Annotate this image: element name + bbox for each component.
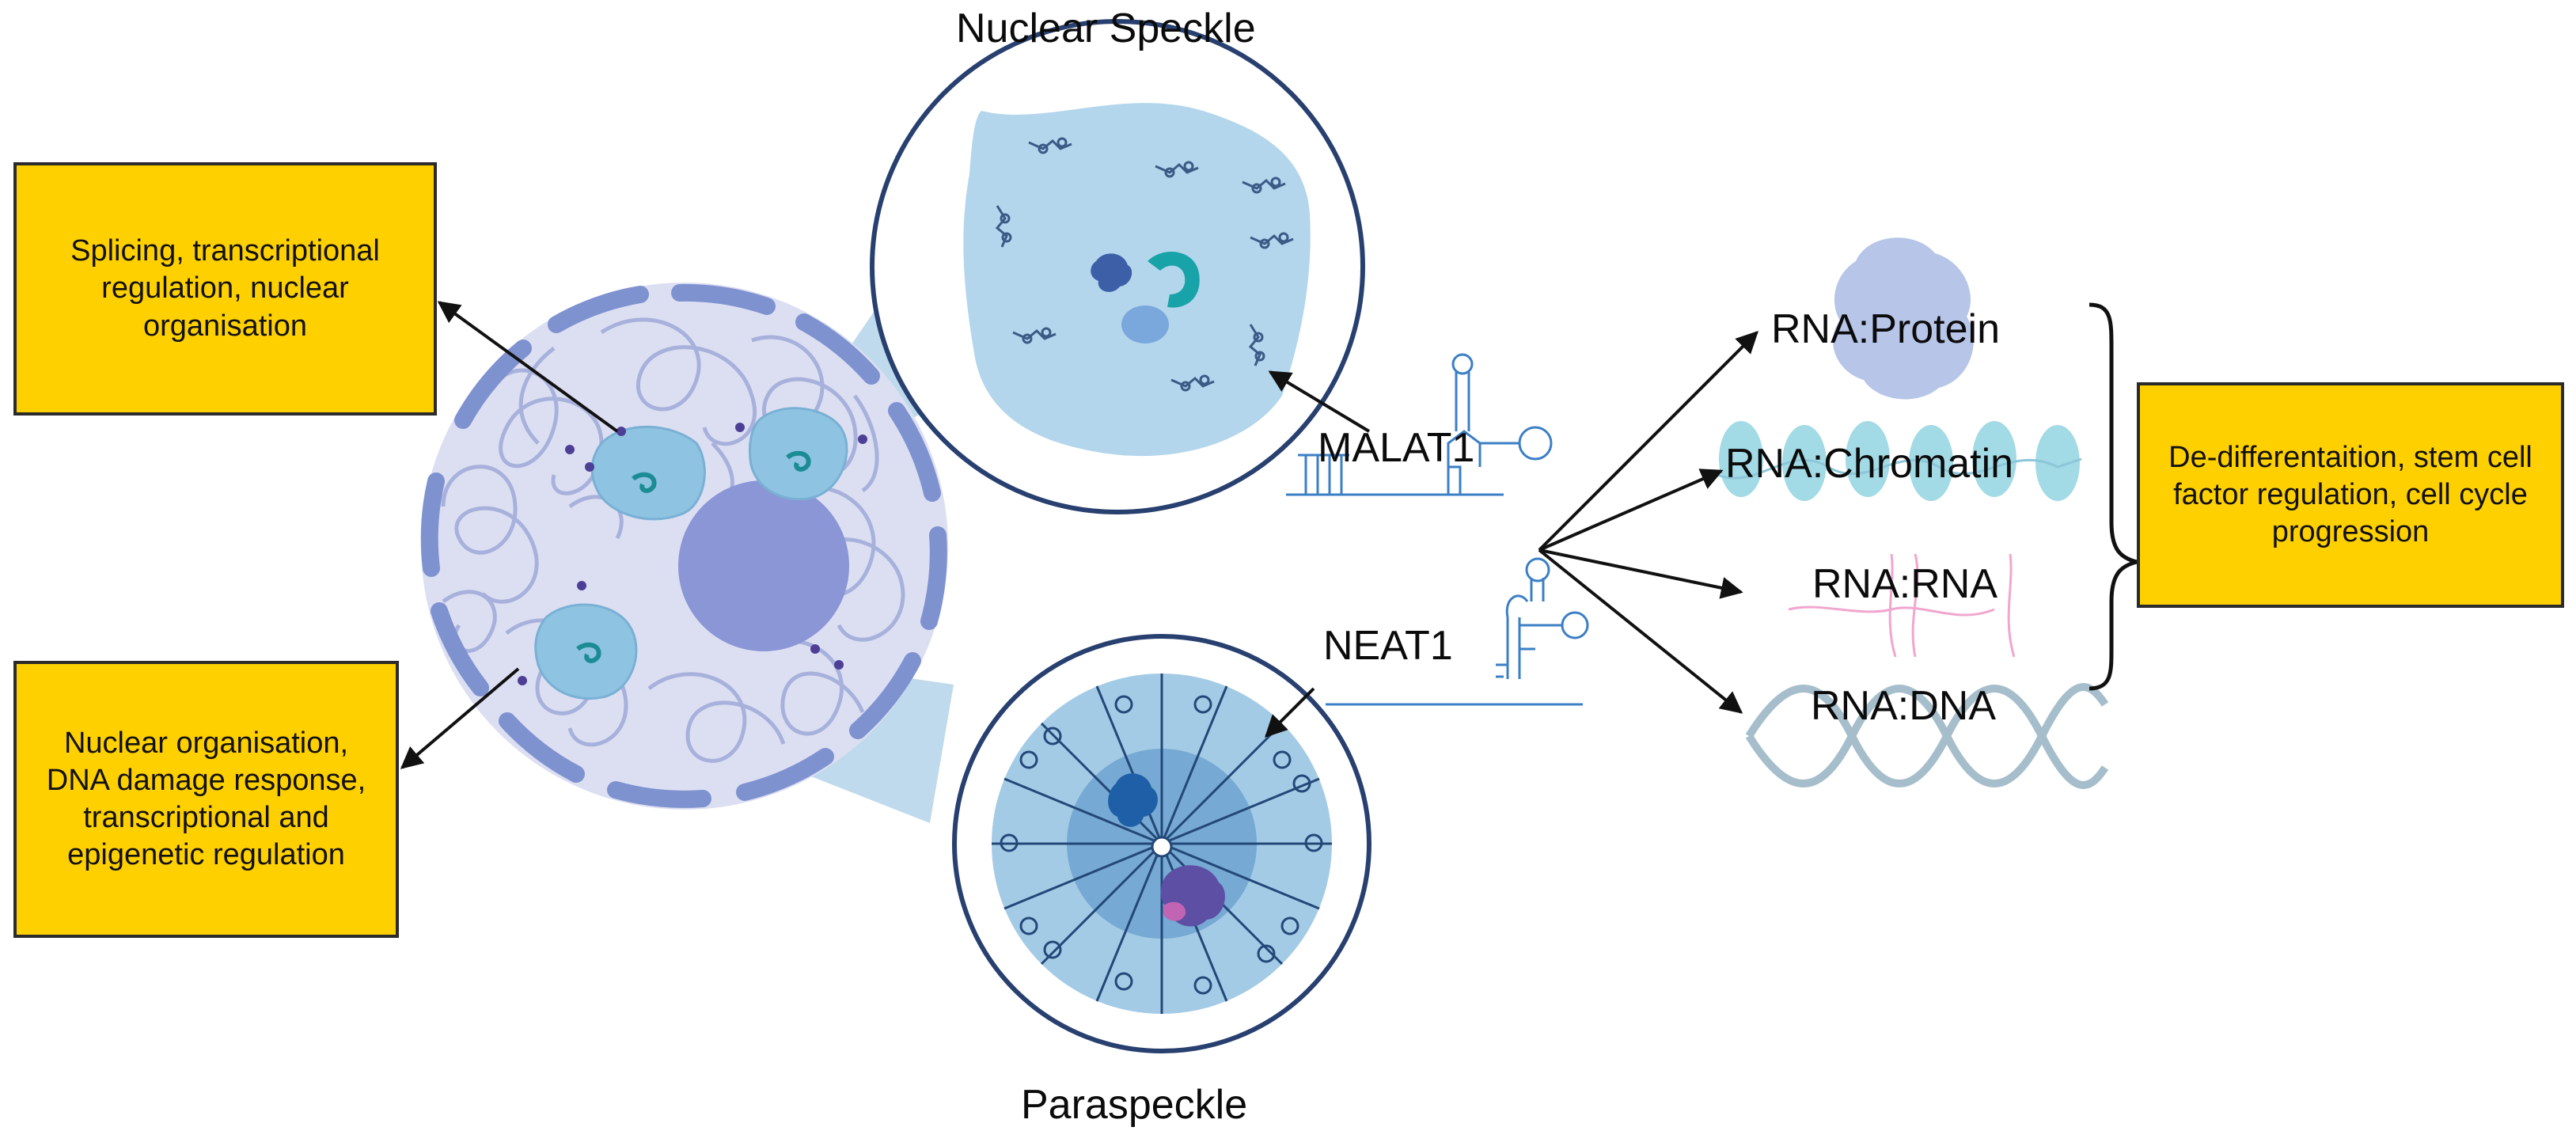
speckle-protein-light [1121,305,1169,343]
rna-rna-illustration [1788,553,2016,658]
paraspeckle-protein-blue [1108,773,1158,827]
paraspeckle-zoom [952,634,1371,1053]
arrow-malat1-to-speckle [1268,370,1371,433]
arrow-to-rna-rna [1538,548,1743,599]
interaction-rna-rna: RNA:RNA [1812,561,1998,607]
speckle-protein-blue [1091,253,1132,292]
arrow-paraspeckle-to-functions [400,667,520,769]
interaction-rna-protein: RNA:Protein [1771,306,2000,352]
outcomes-text: De-differentaition, stem cell factor reg… [2168,440,2532,549]
malat1-rna-glyph [1286,353,1553,496]
rna-protein-illustration [1833,237,1974,400]
nucleolus [678,480,849,651]
speckle-body [963,103,1311,457]
paraspeckle-radial-rna [992,674,1332,1014]
speckle-rna-glyphs [995,137,1294,392]
interaction-rna-chromatin: RNA:Chromatin [1725,441,2014,487]
speckle-protein-teal [1148,252,1200,308]
interaction-rna-dna: RNA:DNA [1811,683,1997,729]
malat1-label: MALAT1 [1318,425,1475,471]
cell-nucleus [420,283,948,810]
outcomes-box: De-differentaition, stem cell factor reg… [2137,382,2564,608]
paraspeckle-functions-box: Nuclear organisation, DNA damage respons… [13,661,399,938]
nuclear-speckle-3 [534,603,638,700]
paraspeckle-functions-text: Nuclear organisation, DNA damage respons… [46,726,366,872]
speckle-functions-box: Splicing, transcriptional regulation, nu… [13,162,437,416]
arrow-to-rna-chromatin [1538,469,1724,552]
neat1-rna-glyph [1326,557,1589,706]
nuclear-speckle-zoom [870,19,1365,514]
paraspeckle-title: Paraspeckle [1021,1082,1248,1128]
interaction-brace [2088,302,2138,691]
arrow-to-rna-protein [1538,331,1758,552]
rna-dna-illustration [1745,683,2109,789]
speckle-functions-text: Splicing, transcriptional regulation, nu… [70,234,380,343]
arrow-speckle-to-functions [437,301,619,433]
nuclear-speckle-title: Nuclear Speckle [956,6,1256,51]
nuclear-envelope [420,283,947,808]
arrow-neat1-to-paraspeckle [1265,687,1315,738]
arrow-to-rna-dna [1538,548,1743,714]
neat1-label: NEAT1 [1323,623,1453,669]
